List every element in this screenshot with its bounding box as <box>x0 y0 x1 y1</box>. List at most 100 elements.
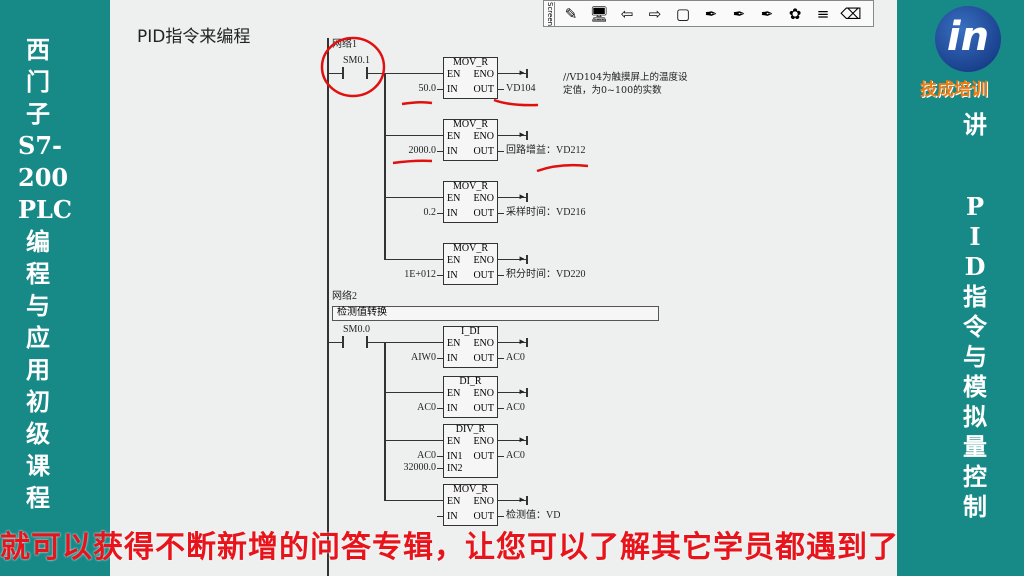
pin-in: IN <box>447 146 458 157</box>
toolbar-label: Screen <box>546 1 555 26</box>
course-title-char: 程 <box>26 483 50 512</box>
pin-eno: ENO <box>473 436 494 447</box>
block-name: I_DI <box>461 326 480 337</box>
pin-eno: ENO <box>473 69 494 80</box>
blue-pen-icon[interactable]: ✒ <box>732 4 746 23</box>
ladder-wire <box>498 197 526 198</box>
lesson-title-char: 与 <box>963 342 987 371</box>
blank-page-icon[interactable]: ▢ <box>675 4 691 23</box>
output-operand: AC0 <box>506 352 525 363</box>
company-logo-text: 技成培训 <box>920 80 988 100</box>
ladder-wire <box>498 516 504 517</box>
red-pen-icon[interactable]: ✒ <box>704 4 718 23</box>
ladder-wire <box>384 73 386 260</box>
contact-address: SM0.0 <box>343 324 370 335</box>
lesson-title-char: 制 <box>963 492 987 521</box>
block-name: DIV_R <box>455 424 486 435</box>
lesson-title-char: P <box>965 192 985 221</box>
course-title-char: 门 <box>26 67 50 96</box>
input-operand: 32000.0 <box>403 462 437 473</box>
lesson-title-char: I <box>969 222 981 251</box>
ladder-wire <box>384 135 443 136</box>
eraser-icon[interactable]: ⌫ <box>840 4 862 23</box>
pin-in: IN <box>447 84 458 95</box>
monitor-icon[interactable]: 🖥 <box>589 4 609 23</box>
company-logo: in <box>935 6 1001 72</box>
ladder-wire <box>437 408 443 409</box>
course-title-char: 用 <box>26 355 50 384</box>
ladder-wire <box>498 89 504 90</box>
eno-arrow-icon: ► <box>518 68 526 77</box>
ladder-wire <box>498 440 526 441</box>
ladder-wire <box>384 392 443 393</box>
lesson-title-char: 拟 <box>963 402 987 431</box>
ladder-wire <box>367 342 384 343</box>
edit-icon[interactable]: ✎ <box>564 4 578 23</box>
circle-annotation <box>320 36 386 98</box>
video-subtitle: 就可以获得不断新增的问答专辑，让您可以了解其它学员都遇到了 <box>0 530 899 565</box>
output-operand: AC0 <box>506 402 525 413</box>
ladder-wire <box>327 38 329 576</box>
ladder-wire <box>384 500 443 501</box>
ladder-wire <box>384 73 443 74</box>
course-title-char: 程 <box>26 259 50 288</box>
pin-en: EN <box>447 436 461 447</box>
output-operand: VD104 <box>506 83 536 94</box>
pin-eno: ENO <box>473 338 494 349</box>
black-pen-icon[interactable]: ✒ <box>760 4 774 23</box>
network2-comment-box[interactable]: 检测值转换 <box>332 306 659 321</box>
input-operand: AIW0 <box>411 352 436 363</box>
pin-en: EN <box>447 338 461 349</box>
pin-en: EN <box>447 496 461 507</box>
ladder-wire <box>437 213 443 214</box>
pin-out: OUT <box>473 84 494 95</box>
lesson-title-char: 控 <box>963 462 987 491</box>
pin-out: OUT <box>473 146 494 157</box>
output-operand: 采样时间：VD216 <box>506 207 586 218</box>
network-label: 网络1 <box>332 39 357 50</box>
network1-comment: //VD104为触摸屏上的温度设 定值，为0~100的实数 <box>563 71 688 97</box>
lesson-title-char: D <box>964 252 986 281</box>
output-operand: 积分时间：VD220 <box>506 269 586 280</box>
ladder-wire <box>498 456 504 457</box>
ladder-wire <box>329 342 342 343</box>
course-title-char: 初 <box>26 387 50 416</box>
pin-in: IN <box>447 353 458 364</box>
color-picker-icon[interactable]: ✿ <box>788 4 802 23</box>
pin-in: IN2 <box>447 463 463 474</box>
course-title-char: 课 <box>26 451 50 480</box>
pin-en: EN <box>447 255 461 266</box>
ladder-wire <box>384 259 443 260</box>
course-title-char: 西 <box>26 35 50 64</box>
ladder-wire <box>526 388 528 397</box>
block-name: MOV_R <box>452 181 488 192</box>
ladder-wire <box>526 193 528 202</box>
line-width-icon[interactable]: ≡ <box>816 4 830 23</box>
ladder-wire <box>329 73 342 74</box>
ladder-wire <box>498 259 526 260</box>
block-name: MOV_R <box>452 119 488 130</box>
pin-en: EN <box>447 388 461 399</box>
pin-out: OUT <box>473 511 494 522</box>
ladder-wire <box>526 131 528 140</box>
pin-eno: ENO <box>473 255 494 266</box>
prev-page-icon[interactable]: ⇦ <box>620 4 634 23</box>
ladder-wire <box>498 392 526 393</box>
pin-eno: ENO <box>473 131 494 142</box>
input-operand: 1E+012 <box>404 269 436 280</box>
network-label: 网络2 <box>332 291 357 302</box>
next-page-icon[interactable]: ⇨ <box>648 4 662 23</box>
ladder-wire <box>526 338 528 347</box>
ladder-wire <box>384 342 386 501</box>
pin-en: EN <box>447 69 461 80</box>
